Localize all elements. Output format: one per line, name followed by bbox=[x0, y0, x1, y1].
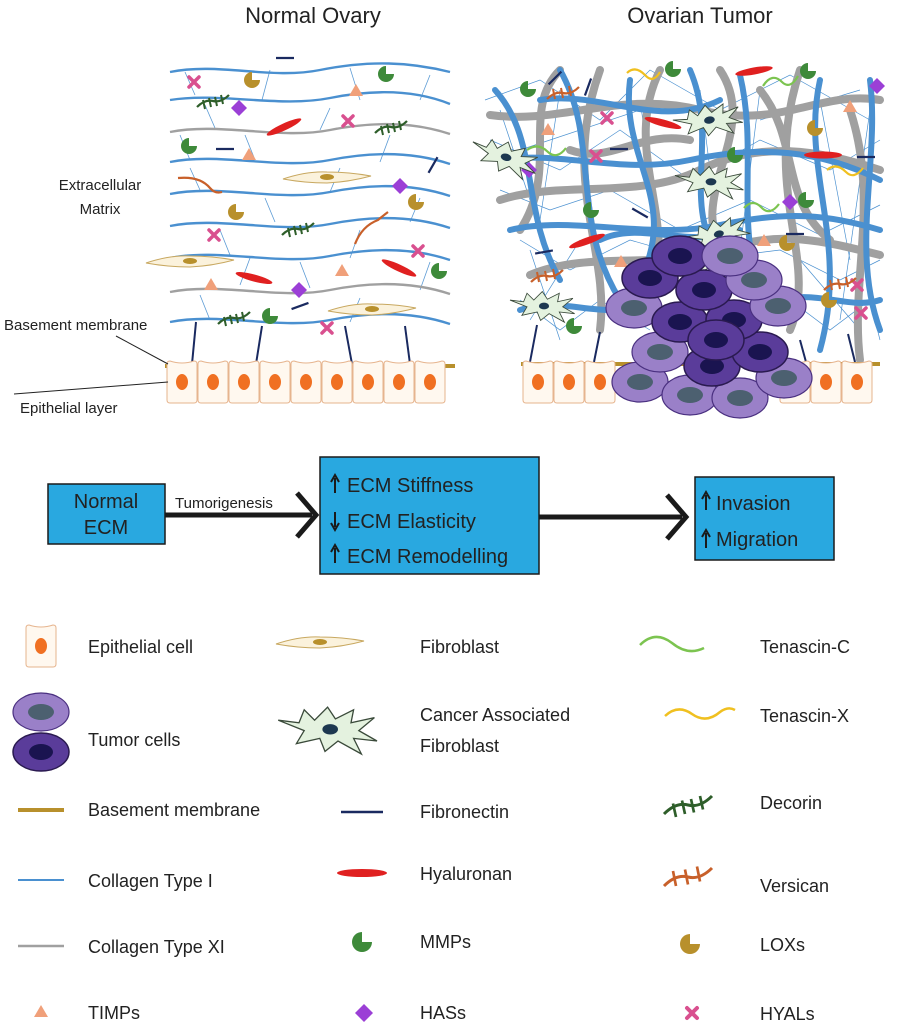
mmps-icon bbox=[352, 932, 372, 952]
effect-remodelling-text: ECM Remodelling bbox=[347, 546, 508, 568]
legend-label: Tumor cells bbox=[88, 730, 180, 750]
outcome-invasion: Invasion bbox=[701, 489, 791, 515]
legend-label: Basement membrane bbox=[88, 800, 260, 820]
effect-elasticity-text: ECM Elasticity bbox=[347, 511, 476, 533]
legend-label: Hyaluronan bbox=[420, 864, 512, 884]
legend-label: Decorin bbox=[760, 793, 822, 813]
outcome-arrowhead bbox=[665, 493, 690, 541]
legend-label: Tenascin-C bbox=[760, 637, 850, 657]
ovarian-tumor-panel bbox=[466, 61, 885, 419]
legend-label-line2: Fibroblast bbox=[420, 736, 499, 756]
legend-label: HYALs bbox=[760, 1004, 815, 1024]
legend-item-tumor-cells: Tumor cells bbox=[12, 692, 180, 772]
hass-diamond-icon bbox=[355, 1004, 373, 1022]
legend-label: Collagen Type XI bbox=[88, 937, 225, 957]
outcomes-box bbox=[694, 476, 835, 561]
outcome-invasion-text: Invasion bbox=[716, 493, 791, 515]
legend-label: HASs bbox=[420, 1003, 466, 1023]
legend-label: Collagen Type I bbox=[88, 871, 213, 891]
normal-ecm-line2: ECM bbox=[84, 517, 128, 539]
legend-label: Fibronectin bbox=[420, 802, 509, 822]
legend-item-decorin: Decorin bbox=[662, 793, 822, 818]
flow-diagram: Normal ECM Tumorigenesis ECM Stiffness E… bbox=[47, 456, 835, 575]
normal-epithelial-layer bbox=[166, 360, 446, 404]
legend: Epithelial cell Tumor cells Basement mem… bbox=[12, 624, 850, 1024]
timps-triangle-icon bbox=[34, 1005, 48, 1017]
legend-item-hass: HASs bbox=[355, 1003, 466, 1023]
legend-label: Epithelial cell bbox=[88, 637, 193, 657]
tumorigenesis-arrowhead bbox=[295, 491, 320, 539]
legend-item-epithelial-cell: Epithelial cell bbox=[25, 624, 193, 668]
legend-label-line1: Cancer Associated bbox=[420, 705, 570, 725]
legend-item-collagen-xi: Collagen Type XI bbox=[18, 937, 225, 957]
epithelial-layer-pointer bbox=[13, 381, 169, 395]
normal-ecm-box bbox=[47, 483, 166, 545]
legend-label: TIMPs bbox=[88, 1003, 140, 1023]
legend-item-versican: Versican bbox=[662, 866, 829, 896]
legend-item-basement-membrane: Basement membrane bbox=[18, 800, 260, 820]
basement-membrane-label: Basement membrane bbox=[4, 317, 147, 334]
up-arrow-icon bbox=[701, 489, 711, 510]
versican-icon bbox=[662, 866, 714, 888]
tumor-cells-icon bbox=[12, 692, 70, 772]
legend-item-mmps: MMPs bbox=[352, 932, 471, 952]
legend-item-tenascin-c: Tenascin-C bbox=[639, 635, 850, 657]
down-arrow-icon bbox=[330, 512, 340, 533]
tumorigenesis-label: Tumorigenesis bbox=[175, 495, 273, 512]
legend-item-fibroblast: Fibroblast bbox=[275, 636, 499, 657]
up-arrow-icon bbox=[330, 542, 340, 563]
tenascin-x-icon bbox=[664, 707, 736, 720]
legend-item-collagen-i: Collagen Type I bbox=[18, 871, 213, 891]
legend-item-tenascin-x: Tenascin-X bbox=[664, 706, 849, 726]
up-arrow-icon bbox=[701, 527, 711, 548]
hyals-cross-icon bbox=[685, 1006, 699, 1020]
legend-item-fibronectin: Fibronectin bbox=[341, 802, 509, 822]
epithelial-cell-icon bbox=[25, 624, 57, 668]
ecm-changes-box bbox=[319, 456, 540, 575]
loxs-icon bbox=[680, 934, 700, 954]
normal-ovary-panel bbox=[145, 56, 455, 404]
outcome-migration-text: Migration bbox=[716, 529, 798, 551]
normal-ovary-title: Normal Ovary bbox=[245, 3, 381, 28]
ecm-label-line2: Matrix bbox=[80, 201, 121, 218]
normal-ecm-line1: Normal bbox=[74, 491, 138, 513]
legend-label: MMPs bbox=[420, 932, 471, 952]
tumor-cell-mass bbox=[605, 235, 813, 419]
legend-label: Versican bbox=[760, 876, 829, 896]
effect-elasticity: ECM Elasticity bbox=[330, 511, 476, 533]
legend-item-caf: Cancer Associated Fibroblast bbox=[277, 705, 570, 756]
legend-item-timps: TIMPs bbox=[34, 1003, 140, 1023]
legend-item-hyaluronan: Hyaluronan bbox=[337, 864, 512, 884]
legend-item-hyals: HYALs bbox=[685, 1004, 815, 1024]
basement-membrane-pointer bbox=[115, 335, 169, 365]
effect-stiffness: ECM Stiffness bbox=[330, 472, 473, 497]
effect-stiffness-text: ECM Stiffness bbox=[347, 475, 473, 497]
outcome-migration: Migration bbox=[701, 527, 798, 551]
hyaluronan-icon bbox=[337, 869, 387, 877]
legend-label: LOXs bbox=[760, 935, 805, 955]
ecm-label-line1: Extracellular bbox=[59, 177, 142, 194]
legend-label: Tenascin-X bbox=[760, 706, 849, 726]
decorin-icon bbox=[662, 794, 714, 818]
fibroblast-icon bbox=[275, 636, 365, 649]
epithelial-layer-label: Epithelial layer bbox=[20, 400, 118, 417]
legend-item-loxs: LOXs bbox=[680, 934, 805, 955]
ovarian-tumor-title: Ovarian Tumor bbox=[627, 3, 773, 28]
caf-icon bbox=[277, 706, 378, 755]
effect-remodelling: ECM Remodelling bbox=[330, 542, 508, 568]
legend-label: Fibroblast bbox=[420, 637, 499, 657]
tenascin-c-icon bbox=[639, 635, 705, 653]
up-arrow-icon bbox=[330, 472, 340, 493]
